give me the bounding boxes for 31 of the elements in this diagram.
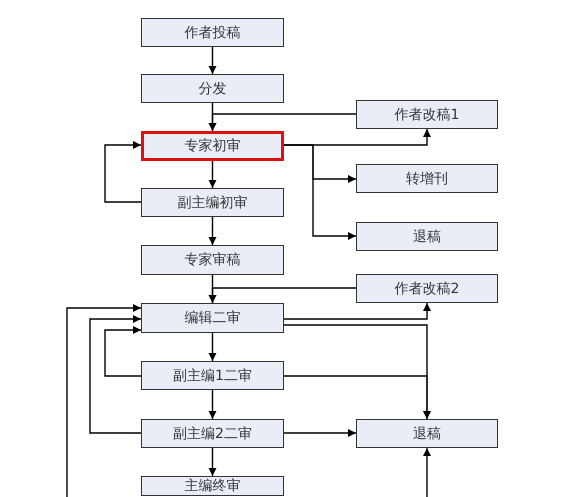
arrow <box>208 390 216 419</box>
process-box: 转增刊 <box>356 164 498 193</box>
arrow <box>208 333 216 361</box>
arrow <box>89 315 141 434</box>
arrow <box>284 375 431 419</box>
process-box: 主编终审 <box>141 476 284 496</box>
process-box: 作者投稿 <box>141 18 284 47</box>
arrow <box>208 161 216 188</box>
highlighted-process-box: 专家初审 <box>141 131 284 161</box>
process-box: 副主编2二审 <box>141 419 284 448</box>
process-box: 分发 <box>141 74 284 103</box>
process-box: 编辑二审 <box>141 303 284 333</box>
process-box: 作者改稿2 <box>356 274 498 303</box>
arrow <box>208 113 356 131</box>
arrow <box>104 326 141 377</box>
arrow <box>423 448 431 497</box>
process-box: 作者改稿1 <box>356 100 498 129</box>
process-box: 副主编初审 <box>141 188 284 217</box>
process-box: 退稿 <box>356 419 498 448</box>
arrow <box>208 287 356 303</box>
arrow <box>284 144 356 240</box>
arrow <box>208 217 216 245</box>
arrow <box>208 47 216 74</box>
process-box: 退稿 <box>356 222 498 251</box>
arrow <box>208 448 216 476</box>
process-box: 副主编1二审 <box>141 361 284 390</box>
arrow <box>104 141 141 203</box>
arrow <box>66 304 141 497</box>
process-box: 专家审稿 <box>141 245 284 275</box>
arrow <box>284 303 431 320</box>
arrow <box>284 429 356 437</box>
